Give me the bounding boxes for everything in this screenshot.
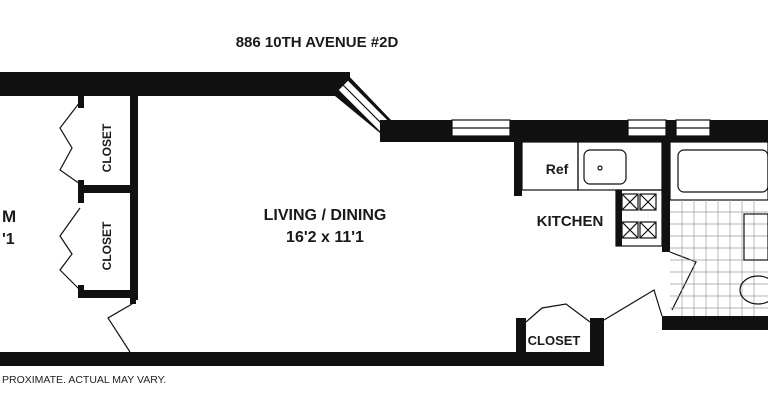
bottom-wall bbox=[0, 352, 604, 366]
kitchen-wall bbox=[514, 142, 522, 196]
closet-lower-label: CLOSET bbox=[100, 221, 114, 270]
toilet bbox=[739, 275, 768, 305]
disclaimer-text: PROXIMATE. ACTUAL MAY VARY. bbox=[2, 374, 166, 386]
stove bbox=[615, 189, 663, 247]
sink bbox=[577, 141, 663, 191]
vanity bbox=[743, 213, 768, 261]
closet-upper-label: CLOSET bbox=[100, 123, 114, 172]
fridge-label: Ref bbox=[546, 161, 569, 177]
kitchen-fixtures bbox=[521, 141, 663, 247]
bath-fixtures bbox=[669, 141, 768, 316]
walls bbox=[0, 72, 768, 366]
bathtub bbox=[669, 141, 768, 201]
kitchen-label: KITCHEN bbox=[537, 213, 604, 230]
living-room-name: LIVING / DINING bbox=[264, 207, 387, 224]
plan-title: 886 10TH AVENUE #2D bbox=[236, 34, 399, 51]
doors bbox=[59, 101, 697, 353]
bedroom-size-fragment: '1 bbox=[2, 231, 15, 248]
bath-wall bbox=[662, 142, 670, 252]
top-wall bbox=[0, 72, 350, 96]
closet-partition bbox=[130, 96, 138, 300]
room-labels: LIVING / DINING 16'2 x 11'1 M '1 KITCHEN… bbox=[2, 123, 603, 348]
living-room-size: 16'2 x 11'1 bbox=[286, 229, 364, 246]
closet-bottom-label: CLOSET bbox=[528, 333, 581, 348]
bedroom-name-fragment: M bbox=[2, 207, 16, 226]
